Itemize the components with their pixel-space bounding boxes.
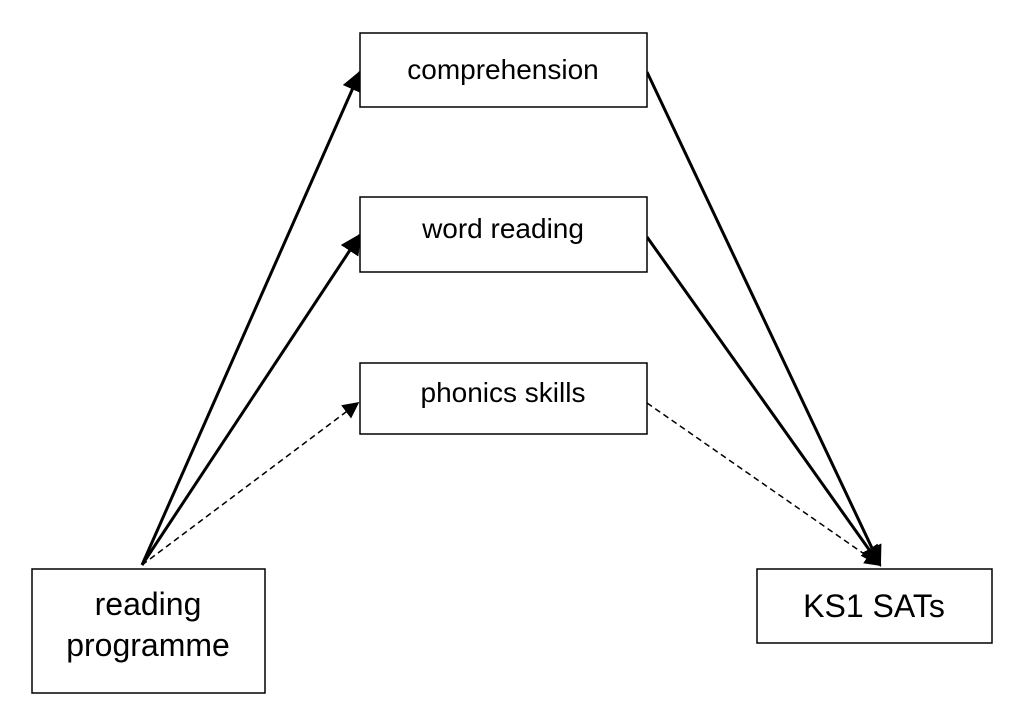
node-phonics-skills-label: phonics skills [421, 377, 586, 408]
node-ks1-sats-label: KS1 SATs [803, 588, 945, 624]
node-comprehension-box [359, 32, 648, 108]
node-reading-programme-box [31, 568, 266, 694]
node-ks1-sats-box [756, 568, 993, 644]
node-comprehension: comprehension [359, 32, 648, 108]
edge-reading-programme-to-word-reading [140, 233, 362, 566]
node-phonics-skills-box [359, 362, 648, 435]
node-word-reading-label: word reading [421, 213, 584, 244]
edge-reading-programme-to-comprehension [140, 70, 362, 566]
node-comprehension-label: comprehension [407, 54, 598, 85]
node-ks1-sats: KS1 SATs [756, 568, 993, 644]
node-reading-programme-label-line1: reading [95, 586, 202, 622]
node-reading-programme: reading programme [31, 568, 266, 694]
node-reading-programme-label-line2: programme [66, 627, 230, 663]
node-word-reading: word reading [359, 196, 648, 273]
edge-word-reading-to-ks1-sats [645, 236, 882, 567]
edge-comprehension-to-ks1-sats [645, 71, 882, 567]
edge-reading-programme-to-phonics-skills [141, 402, 360, 566]
node-phonics-skills: phonics skills [359, 362, 648, 435]
node-word-reading-box [359, 196, 648, 273]
edge-phonics-skills-to-ks1-sats [646, 402, 882, 566]
edges [140, 70, 882, 567]
